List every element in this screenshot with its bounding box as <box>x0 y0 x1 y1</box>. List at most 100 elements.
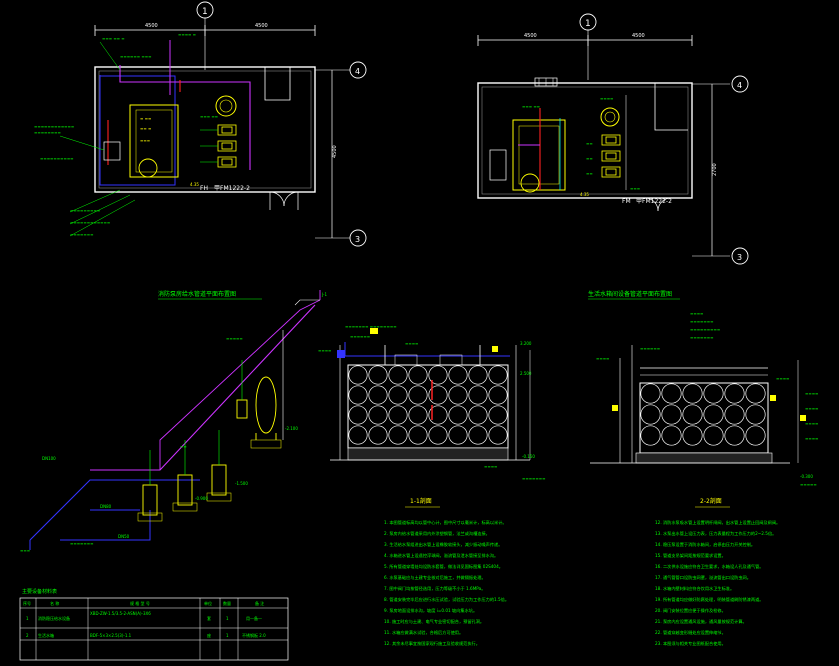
svg-text:DN50: DN50 <box>118 534 130 539</box>
tank-panel <box>661 425 682 446</box>
svg-text:≡≡≡≡: ≡≡≡≡ <box>484 464 497 469</box>
tank-panel <box>448 385 468 405</box>
note-line: 4. 水箱进水管上设遥控浮球阀，溢流管及泄水管接至排水沟。 <box>384 552 498 559</box>
note-line: 10. 施工时应与土建、电气专业密切配合，预留孔洞。 <box>384 618 484 625</box>
tank-panel <box>468 405 488 425</box>
tank-panel <box>724 383 745 404</box>
svg-text:4500: 4500 <box>524 33 537 39</box>
svg-text:≡≡≡≡ ≡: ≡≡≡≡ ≡ <box>178 32 196 37</box>
tank-panel <box>428 385 448 405</box>
svg-text:≡≡≡≡: ≡≡≡≡ <box>600 96 613 101</box>
svg-text:套: 套 <box>207 615 211 621</box>
svg-text:4.35: 4.35 <box>580 192 589 197</box>
svg-text:≡≡ ≡: ≡≡ ≡ <box>140 126 151 131</box>
title-isometric: 消防泵房给水管道平面布置图 <box>158 290 236 298</box>
note-line: 6. 水泵基础应与土建专业核对后施工，并做隔振处理。 <box>384 574 486 581</box>
tank-symbol <box>215 95 237 117</box>
legend-title: 主要设备材料表 <box>22 588 57 595</box>
svg-text:≡≡≡≡≡≡: ≡≡≡≡≡≡ <box>640 346 660 351</box>
dim-left-b: 4500 <box>255 23 268 29</box>
svg-text:≡≡≡≡≡: ≡≡≡≡≡ <box>800 482 817 487</box>
note-line: 5. 所有管道穿墙处均设防水套管，做法详见国标图集 02S404。 <box>384 563 503 570</box>
tank-panel <box>468 365 488 385</box>
svg-text:≡≡≡≡≡≡≡≡≡≡≡≡: ≡≡≡≡≡≡≡≡≡≡≡≡ <box>70 220 110 225</box>
svg-text:XBD-ZW-1.5/3.5-2-ASN(A)-3X6: XBD-ZW-1.5/3.5-2-ASN(A)-3X6 <box>90 611 151 616</box>
svg-text:≡≡≡≡: ≡≡≡≡ <box>405 341 418 346</box>
axis-bubble-4 <box>349 61 367 79</box>
svg-text:-0.300: -0.300 <box>800 474 813 479</box>
tank-panel <box>408 385 428 405</box>
tank-panel <box>468 385 488 405</box>
axis-bubble-4-right <box>731 75 749 93</box>
svg-text:用一备一: 用一备一 <box>246 615 262 621</box>
svg-text:3: 3 <box>355 235 360 244</box>
svg-text:≡≡: ≡≡ <box>586 141 593 146</box>
svg-text:≡≡≡≡≡≡≡≡≡≡≡≡: ≡≡≡≡≡≡≡≡≡≡≡≡ <box>34 124 74 129</box>
note-line: 2. 泵房内给水管道采用内外涂塑钢管，法兰或沟槽连接。 <box>384 530 490 537</box>
note-line: 11. 水箱应做满水试验，合格后方可使用。 <box>384 629 463 636</box>
svg-text:座: 座 <box>207 632 211 638</box>
svg-text:1: 1 <box>226 633 229 638</box>
tank-panel <box>468 425 488 445</box>
axis-label-1: 1 <box>202 7 208 17</box>
svg-text:≡≡≡≡≡≡≡ ≡≡≡≡≡≡≡≡: ≡≡≡≡≡≡≡ ≡≡≡≡≡≡≡≡ <box>345 324 397 329</box>
svg-text:FM: FM <box>622 198 631 205</box>
tank-panel <box>745 404 766 425</box>
tank-outline-1 <box>347 364 509 449</box>
note-line: 15. 管道支吊架间距按规范要求设置。 <box>655 552 726 559</box>
svg-text:≡≡≡≡≡≡ ≡≡≡: ≡≡≡≡≡≡ ≡≡≡ <box>120 54 151 59</box>
tank-panel <box>428 425 448 445</box>
svg-text:-0.150: -0.150 <box>522 454 535 459</box>
tank-panel <box>348 425 368 445</box>
svg-text:2: 2 <box>26 633 29 638</box>
tank-panel <box>408 405 428 425</box>
svg-text:≡≡≡≡: ≡≡≡≡ <box>805 391 818 396</box>
tank-panel <box>661 404 682 425</box>
svg-text:≡≡≡≡: ≡≡≡≡ <box>805 421 818 426</box>
dim-left-a: 4500 <box>145 23 158 29</box>
tank-panel <box>428 365 448 385</box>
svg-text:消防稳压给水设备: 消防稳压给水设备 <box>38 615 70 621</box>
tank-panel <box>703 404 724 425</box>
svg-text:≡≡: ≡≡ <box>180 444 187 449</box>
axis-bubble-3-right <box>731 247 749 265</box>
tank-panel <box>745 383 766 404</box>
svg-text:1: 1 <box>26 616 29 621</box>
tank-panel <box>448 405 468 425</box>
tank-panel <box>661 383 682 404</box>
svg-text:4500: 4500 <box>632 33 645 39</box>
note-line: 7. 图中阀门均按管径选用，压力等级不小于 1.6MPa。 <box>384 585 485 592</box>
axis-bubble-1-right <box>579 13 597 31</box>
note-line: 17. 通气管管口设防虫网罩，溢流管出口设防虫网。 <box>655 574 751 581</box>
room-tag: FH <box>200 185 208 192</box>
svg-text:≡≡≡≡≡: ≡≡≡≡≡ <box>226 336 243 341</box>
title-right-upper: 生活水箱间设备管道平面布置图 <box>588 290 672 298</box>
tank-panel <box>388 385 408 405</box>
note-line: 23. 本图须与相关专业图纸配合使用。 <box>655 640 726 647</box>
tank-panel <box>640 383 661 404</box>
svg-text:-0.900: -0.900 <box>195 496 208 501</box>
svg-text:数量: 数量 <box>223 600 231 606</box>
tank-panel <box>448 365 468 385</box>
svg-text:≡≡≡≡: ≡≡≡≡ <box>776 376 789 381</box>
tank-panel <box>640 404 661 425</box>
svg-text:≡≡≡≡≡≡≡≡≡: ≡≡≡≡≡≡≡≡≡ <box>70 208 100 213</box>
note-line: 1. 本图管道标高均以管中心计，图中尺寸以毫米计，标高以米计。 <box>384 519 507 526</box>
tank-panel <box>368 425 388 445</box>
note-line: 12. 消防水泵吸水管上设置明杆闸阀，出水管上设置止回阀及闸阀。 <box>655 519 780 526</box>
note-line: 3. 生活给水泵组进出水管上设橡胶软接头，减少振动噪声传递。 <box>384 541 502 548</box>
axis-bubble-3 <box>349 229 367 247</box>
svg-text:≡≡≡≡≡≡≡: ≡≡≡≡≡≡≡ <box>690 319 713 324</box>
legend-table: 主要设备材料表 序号 名 称 规 格 型 号 单位 数量 备 注 1 消防稳压给… <box>19 588 289 661</box>
svg-text:DN80: DN80 <box>100 504 112 509</box>
axis-bubble-1 <box>196 1 214 19</box>
svg-text:4: 4 <box>355 67 360 76</box>
svg-text:≡≡≡≡: ≡≡≡≡ <box>805 406 818 411</box>
tank-panel <box>448 425 468 445</box>
svg-text:3.200: 3.200 <box>520 341 532 346</box>
svg-text:-2.100: -2.100 <box>285 426 298 431</box>
tank-panel <box>488 405 508 425</box>
svg-text:4: 4 <box>737 81 742 90</box>
